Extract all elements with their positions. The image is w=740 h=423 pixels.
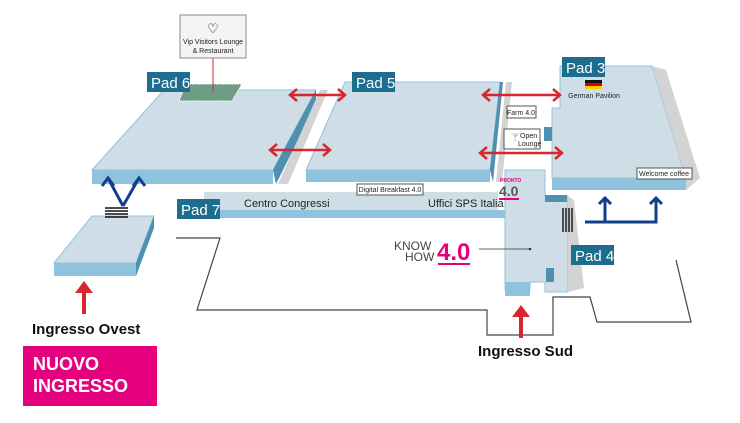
connection-arrows: [268, 88, 564, 160]
vip-line1: Vip Visitors Lounge: [183, 39, 243, 46]
svg-text:Farm 4.0: Farm 4.0: [507, 110, 535, 117]
pad-label-5[interactable]: Pad 5: [352, 72, 395, 92]
vip-lounge-area: [178, 83, 243, 102]
pad-7-corridor[interactable]: [200, 192, 508, 218]
svg-text:Lounge: Lounge: [518, 141, 541, 148]
pad-5-hall[interactable]: [305, 81, 503, 182]
pad-3-hall[interactable]: [551, 65, 700, 190]
arrow-up-icon: [75, 281, 93, 314]
stairs-icon: [105, 207, 128, 218]
svg-text:Pad 6: Pad 6: [151, 75, 190, 92]
stairs-icon-east: [562, 208, 573, 232]
site-outline: [176, 237, 692, 336]
svg-text:Pad 3: Pad 3: [566, 60, 605, 77]
pad-label-3[interactable]: Pad 3: [562, 57, 605, 77]
arrow-up-icon: [512, 305, 530, 338]
svg-text:KNOW: KNOW: [394, 239, 432, 253]
centro-congressi-label: Centro Congressi: [244, 198, 330, 210]
vip-line2: & Restaurant: [193, 48, 234, 55]
double-arrow-icon: [268, 143, 332, 157]
farm-label[interactable]: Farm 4.0: [506, 105, 537, 119]
vip-lounge-label[interactable]: ♡ Vip Visitors Lounge & Restaurant: [179, 14, 247, 92]
new-entrance-line1: NUOVO: [33, 354, 100, 374]
pad-label-7[interactable]: Pad 7: [177, 199, 220, 219]
cocktail-icon: 🍸: [510, 132, 520, 142]
pad-label-4[interactable]: Pad 4: [571, 245, 614, 265]
svg-text:Open: Open: [520, 133, 537, 140]
pad-label-6[interactable]: Pad 6: [147, 72, 190, 92]
digital-breakfast-label[interactable]: Digital Breakfast 4.0: [356, 183, 424, 196]
new-entrance-badge: NUOVO INGRESSO: [23, 346, 157, 406]
svg-text:Digital Breakfast 4.0: Digital Breakfast 4.0: [359, 187, 422, 194]
double-arrow-icon: [288, 88, 347, 102]
heart-icon: ♡: [207, 21, 219, 36]
svg-text:HOW: HOW: [405, 250, 435, 264]
double-arrow-icon: [481, 88, 562, 102]
svg-text:4.0: 4.0: [437, 239, 470, 266]
svg-text:4.0: 4.0: [499, 183, 519, 199]
stair-direction-arrows: [100, 175, 664, 224]
svg-text:Pad 7: Pad 7: [181, 202, 220, 219]
ingresso-sud-label[interactable]: Ingresso Sud: [478, 343, 573, 360]
double-arrow-icon: [478, 146, 564, 160]
uffici-sps-label: Uffici SPS Italia: [428, 198, 504, 210]
ingresso-ovest-label[interactable]: Ingresso Ovest: [32, 321, 140, 338]
open-lounge-label[interactable]: 🍸 Open Lounge: [503, 128, 541, 150]
svg-text:Welcome coffee: Welcome coffee: [639, 171, 689, 178]
pad-6-hall[interactable]: [90, 83, 317, 184]
svg-text:Pad 4: Pad 4: [575, 248, 614, 265]
new-entrance-line2: INGRESSO: [33, 376, 129, 396]
german-pavilion-label: German Pavilion: [568, 93, 620, 100]
west-building[interactable]: [52, 215, 155, 276]
german-flag-icon: [585, 80, 602, 89]
svg-text:Pad 5: Pad 5: [356, 75, 395, 92]
entrance-arrows: [75, 281, 530, 338]
know-how-4-0-logo[interactable]: KNOW HOW 4.0: [394, 239, 532, 266]
welcome-coffee-label[interactable]: Welcome coffee: [636, 167, 693, 180]
svg-text:PRONTO: PRONTO: [500, 178, 521, 184]
pronto-4-0-logo: PRONTO 4.0: [499, 178, 521, 200]
